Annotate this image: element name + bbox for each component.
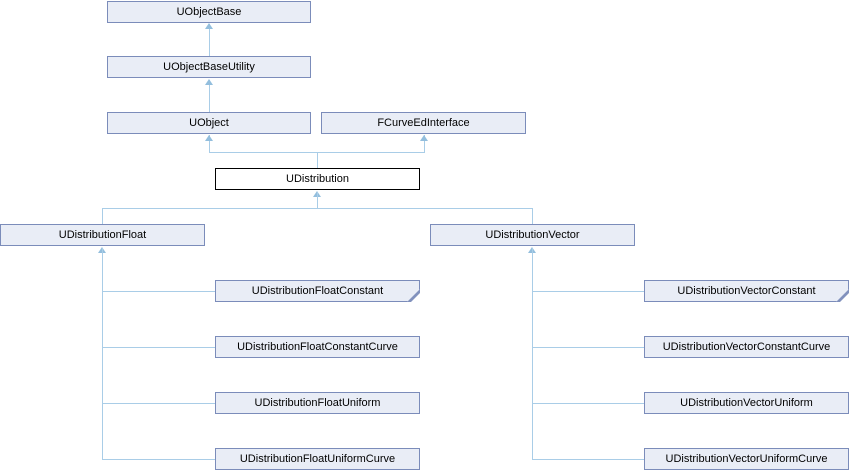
inheritance-edge: [102, 347, 215, 348]
class-label: UDistributionFloatUniformCurve: [239, 453, 396, 465]
class-box-udistributionvectorconstantcurve[interactable]: UDistributionVectorConstantCurve: [644, 336, 849, 358]
class-label: UDistributionVectorConstantCurve: [662, 341, 831, 353]
class-label: UObject: [189, 117, 229, 129]
inheritance-edge: [532, 291, 644, 292]
class-box-uobjectbaseutility[interactable]: UObjectBaseUtility: [107, 56, 311, 78]
inheritance-edge: [102, 403, 215, 404]
inheritance-edge: [102, 291, 215, 292]
inheritance-arrow-icon: [205, 23, 213, 29]
class-box-udistributionfloatconstant[interactable]: UDistributionFloatConstant: [215, 280, 420, 302]
inheritance-edge: [532, 403, 644, 404]
class-box-fcurveedinterface[interactable]: FCurveEdInterface: [321, 112, 526, 134]
class-label: UDistributionVectorUniform: [680, 397, 813, 409]
class-box-udistributionvectoruniformcurve[interactable]: UDistributionVectorUniformCurve: [644, 448, 849, 470]
class-box-udistributionfloatconstantcurve[interactable]: UDistributionFloatConstantCurve: [215, 336, 420, 358]
inheritance-edge: [102, 248, 103, 460]
class-box-uobjectbase[interactable]: UObjectBase: [107, 1, 311, 23]
inheritance-edge: [209, 24, 210, 56]
truncated-fold-corner-icon: [836, 289, 849, 302]
class-label: UObjectBase: [176, 6, 242, 18]
class-label: UDistributionFloat: [58, 229, 147, 241]
class-box-udistributionvector[interactable]: UDistributionVector: [430, 224, 635, 246]
inheritance-edge: [317, 152, 318, 169]
truncated-fold-corner-icon: [407, 289, 420, 302]
class-label: UDistributionVectorConstant: [677, 285, 816, 297]
class-box-udistribution-current: UDistribution: [215, 168, 420, 190]
class-box-udistributionfloat[interactable]: UDistributionFloat: [0, 224, 205, 246]
class-box-udistributionvectoruniform[interactable]: UDistributionVectorUniform: [644, 392, 849, 414]
inheritance-edge: [424, 135, 425, 152]
inheritance-edge: [102, 208, 533, 209]
class-box-udistributionfloatuniformcurve[interactable]: UDistributionFloatUniformCurve: [215, 448, 420, 470]
class-label: UDistributionVectorUniformCurve: [665, 453, 828, 465]
inheritance-arrow-icon: [205, 135, 213, 141]
class-box-uobject[interactable]: UObject: [107, 112, 311, 134]
inheritance-edge: [209, 152, 425, 153]
inheritance-arrow-icon: [205, 79, 213, 85]
class-label: UDistributionVector: [485, 229, 580, 241]
inheritance-edge: [102, 459, 215, 460]
class-label: UObjectBaseUtility: [163, 61, 255, 73]
inheritance-edge: [532, 459, 644, 460]
inheritance-edge: [532, 248, 533, 460]
inheritance-edge: [532, 208, 533, 225]
class-box-udistributionvectorconstant[interactable]: UDistributionVectorConstant: [644, 280, 849, 302]
class-label: UDistribution: [286, 173, 349, 185]
class-box-udistributionfloatuniform[interactable]: UDistributionFloatUniform: [215, 392, 420, 414]
inheritance-edge: [317, 192, 318, 208]
inheritance-edge: [102, 208, 103, 225]
inheritance-edge: [532, 347, 644, 348]
inheritance-edge: [209, 80, 210, 112]
class-label: UDistributionFloatConstant: [251, 285, 384, 297]
inheritance-edge: [209, 135, 210, 152]
class-label: UDistributionFloatConstantCurve: [237, 341, 398, 353]
class-label: UDistributionFloatUniform: [254, 397, 381, 409]
inheritance-arrow-icon: [420, 135, 428, 141]
class-label: FCurveEdInterface: [377, 117, 470, 129]
